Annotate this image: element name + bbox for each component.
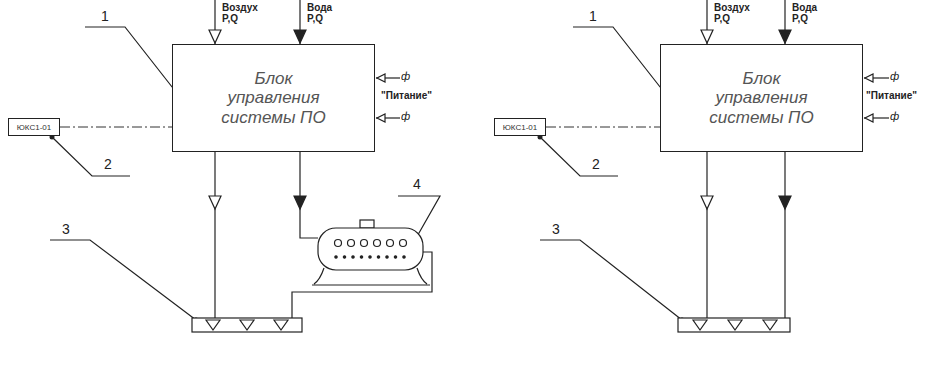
phase-symbol: ф xyxy=(890,70,899,82)
node-text: Блок управления системы ПО xyxy=(706,69,818,128)
control-block: Блок управления системы ПО xyxy=(660,44,863,152)
lines xyxy=(50,0,889,320)
phase-symbol: ф xyxy=(401,110,410,122)
input-label: Воздух P,Q xyxy=(222,2,258,24)
control-block: Блок управления системы ПО xyxy=(172,44,375,152)
manifold xyxy=(192,318,790,332)
tank xyxy=(312,220,430,285)
callout-number: 2 xyxy=(592,156,600,172)
callout-number: 1 xyxy=(589,8,597,24)
callout-number: 1 xyxy=(101,8,109,24)
input-label: Вода P,Q xyxy=(307,2,332,24)
node-text: Блок управления системы ПО xyxy=(218,69,330,128)
dashdot-link xyxy=(546,127,660,128)
phase-symbol: ф xyxy=(401,70,410,82)
node-text: ЮКС1-01 xyxy=(503,123,537,132)
power-label: "Питание" xyxy=(866,90,917,101)
callout-number: 3 xyxy=(552,221,560,237)
dashdot-link xyxy=(60,127,172,128)
input-label: Вода P,Q xyxy=(792,2,817,24)
callout-number: 3 xyxy=(62,221,70,237)
power-label: "Питание" xyxy=(381,90,432,101)
sensor-box: ЮКС1-01 xyxy=(494,118,546,136)
callout-number: 4 xyxy=(413,176,421,192)
input-label: Воздух P,Q xyxy=(714,2,750,24)
node-text: ЮКС1-01 xyxy=(17,123,51,132)
phase-symbol: ф xyxy=(890,110,899,122)
callout-number: 2 xyxy=(104,156,112,172)
sensor-box: ЮКС1-01 xyxy=(8,118,60,136)
